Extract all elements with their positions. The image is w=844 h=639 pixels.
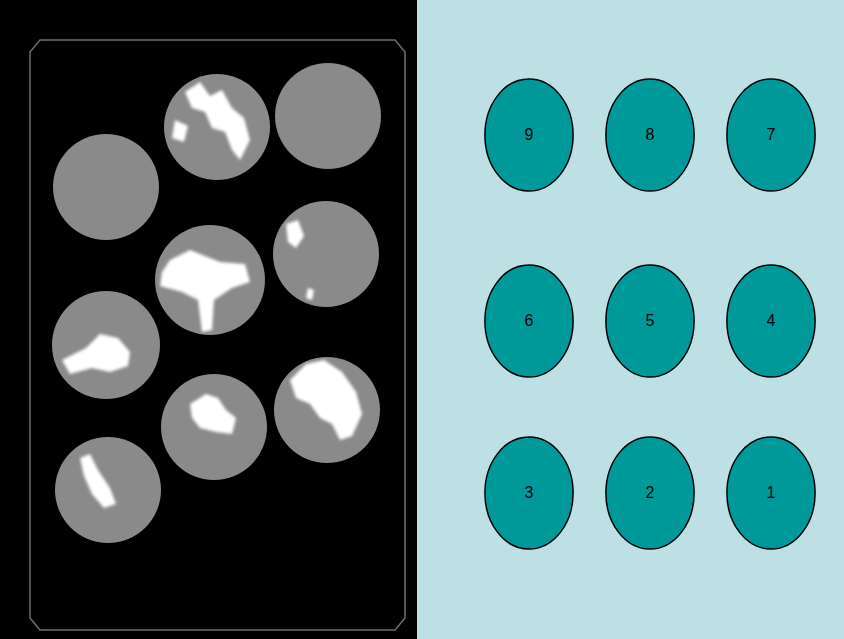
numbered-ellipse: 5 [605, 264, 695, 378]
ct-scan-image [0, 0, 417, 639]
ellipse-number: 2 [646, 484, 655, 502]
numbered-ellipse: 7 [726, 78, 816, 192]
ellipse-number: 6 [525, 312, 534, 330]
ellipse-number: 5 [646, 312, 655, 330]
ellipse-number: 3 [525, 484, 534, 502]
numbered-ellipse: 1 [726, 436, 816, 550]
ellipse-number: 7 [767, 126, 776, 144]
ellipse-number: 9 [525, 126, 534, 144]
ellipse-number: 8 [646, 126, 655, 144]
numbered-ellipse: 2 [605, 436, 695, 550]
numbering-panel: 9 8 7 6 5 4 3 2 1 [417, 0, 844, 639]
ellipse-number: 4 [767, 312, 776, 330]
ellipse-number: 1 [767, 484, 776, 502]
numbered-ellipse: 3 [484, 436, 574, 550]
numbered-ellipse: 8 [605, 78, 695, 192]
numbered-ellipse: 4 [726, 264, 816, 378]
numbered-ellipse: 9 [484, 78, 574, 192]
numbered-ellipse: 6 [484, 264, 574, 378]
